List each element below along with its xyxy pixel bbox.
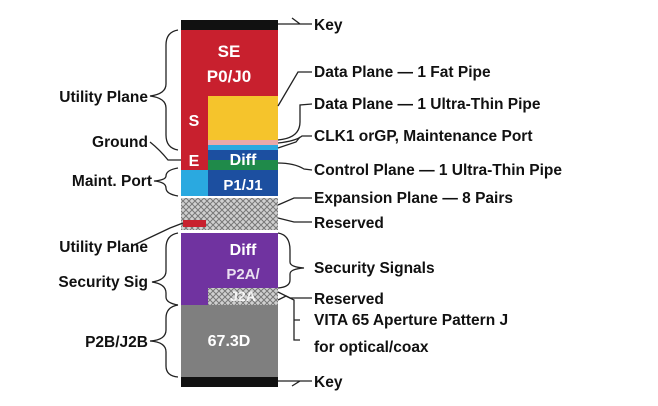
- key-bottom-block: [181, 377, 278, 387]
- maint-port-brace: [153, 167, 179, 197]
- data-thin-pink-bar: [208, 140, 278, 145]
- maint-leader: [277, 136, 301, 149]
- label-clk: CLK1 orGP, Maintenance Port: [314, 128, 532, 145]
- diff-blue-block: [208, 150, 278, 160]
- data-fat-leader: [277, 71, 312, 107]
- p2b-id-text: 67.3D: [208, 333, 251, 350]
- security-purple-left: [181, 233, 208, 305]
- label-data-fat: Data Plane — 1 Fat Pipe: [314, 64, 491, 81]
- p2b-brace: [149, 304, 179, 378]
- left-leaders: [131, 29, 184, 378]
- label-ground: Ground: [92, 134, 148, 151]
- block-labels: SE P0/J0 S E Diff P1/J1 Diff P2A/ J2A 67…: [189, 42, 263, 350]
- p2b-gray-block: [181, 305, 278, 377]
- control-leader: [277, 162, 313, 171]
- utility-plane-brace: [149, 29, 179, 151]
- label-p2b-j2b: P2B/J2B: [85, 334, 148, 351]
- label-utility-plane-1: Utility Plane: [59, 89, 148, 106]
- p2a-text: P2A/: [226, 266, 260, 283]
- label-security-sig: Security Sig: [58, 274, 148, 291]
- label-key-top: Key: [314, 17, 343, 34]
- expansion-hatch: [181, 198, 278, 216]
- p2a-reserved-hatch: [208, 288, 278, 305]
- ground-red-cell: [181, 150, 208, 170]
- label-reserved-1: Reserved: [314, 215, 384, 232]
- label-utility-plane-2: Utility Plane: [59, 239, 148, 256]
- label-data-ultra: Data Plane — 1 Ultra-Thin Pipe: [314, 96, 541, 113]
- key-bottom-leader: [278, 380, 312, 387]
- data-fat-yellow-block: [208, 96, 278, 140]
- se-text: SE: [218, 42, 241, 61]
- expansion-leader: [277, 197, 312, 206]
- label-expansion: Expansion Plane — 8 Pairs: [314, 190, 513, 207]
- p1-j1-block: [208, 170, 278, 196]
- connector-column: [181, 20, 278, 387]
- diff2-text: Diff: [230, 242, 257, 259]
- ground-leader: [149, 141, 181, 161]
- security-sig-brace: [151, 232, 179, 306]
- s-e-red-block: [181, 96, 208, 150]
- p0-se-block: [181, 30, 278, 96]
- clk-blue-bar: [208, 145, 278, 150]
- clk-leader: [277, 135, 312, 144]
- right-labels: Key Data Plane — 1 Fat Pipe Data Plane —…: [314, 17, 562, 391]
- left-labels: Utility Plane Ground Maint. Port Utility…: [58, 89, 152, 351]
- label-security-signals: Security Signals: [314, 260, 435, 277]
- utility-small-red: [183, 220, 206, 227]
- security-signals-brace: [277, 232, 305, 289]
- reserved-1-leader: [277, 217, 312, 223]
- vita-leader: [277, 295, 300, 341]
- e-text: E: [189, 153, 200, 170]
- label-key-bottom: Key: [314, 374, 343, 391]
- p2a-purple-block: [208, 233, 278, 288]
- s-text: S: [189, 113, 200, 130]
- p0j0-text: P0/J0: [207, 67, 251, 86]
- diff1-text: Diff: [230, 152, 257, 169]
- p1j1-text: P1/J1: [223, 177, 262, 194]
- utility-plane-2-leader: [131, 222, 184, 247]
- j2a-text: J2A: [230, 288, 256, 304]
- label-vita-line1: VITA 65 Aperture Pattern J: [314, 312, 508, 329]
- data-thin-leader: [277, 103, 313, 141]
- control-green-bar: [208, 160, 278, 170]
- key-top-leader: [278, 17, 312, 25]
- label-vita-line2: for optical/coax: [314, 339, 429, 356]
- right-leaders: [277, 17, 313, 387]
- label-maint-port: Maint. Port: [72, 173, 152, 190]
- maint-cyan-cell: [181, 170, 208, 196]
- label-control: Control Plane — 1 Ultra-Thin Pipe: [314, 162, 562, 179]
- key-top-block: [181, 20, 278, 30]
- label-reserved-2: Reserved: [314, 291, 384, 308]
